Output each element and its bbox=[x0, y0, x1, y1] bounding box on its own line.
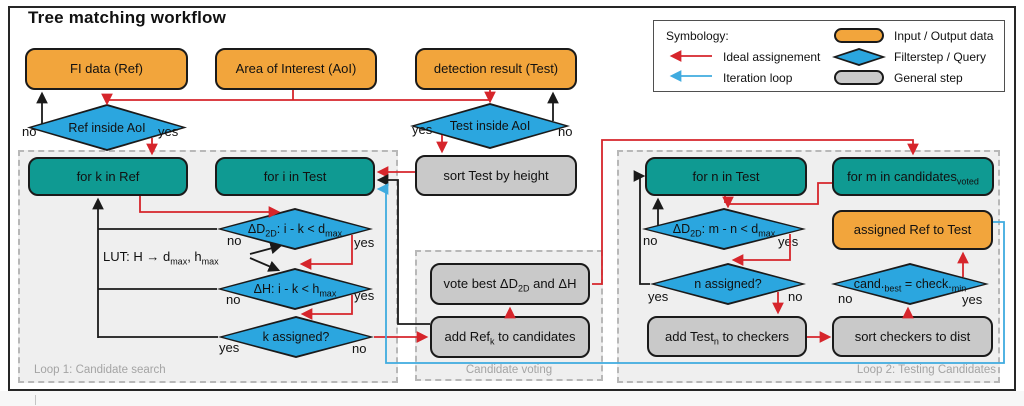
branch-k-yes: yes bbox=[219, 340, 240, 355]
legend-filterstep-label: Filterstep / Query bbox=[894, 50, 987, 64]
diamond-fill bbox=[837, 50, 881, 64]
node-assigned-ref-to-test: assigned Ref to Test bbox=[832, 210, 993, 250]
legend-iteration-label: Iteration loop bbox=[723, 71, 793, 85]
legend-heading: Symbology: bbox=[666, 29, 729, 43]
node-fi-data-label: FI data (Ref) bbox=[70, 61, 143, 77]
page-margin-tick bbox=[35, 395, 36, 405]
node-for-k-in-ref: for k in Ref bbox=[28, 157, 188, 196]
legend-input-output-swatch bbox=[834, 28, 884, 43]
node-detection-result-label: detection result (Test) bbox=[433, 61, 559, 77]
branch-n-yes: yes bbox=[648, 289, 669, 304]
node-sort-test-by-height: sort Test by height bbox=[415, 155, 577, 196]
node-area-of-interest-label: Area of Interest (AoI) bbox=[235, 61, 357, 77]
node-fi-data: FI data (Ref) bbox=[25, 48, 188, 90]
node-test-inside-aoi: Test inside AoI bbox=[410, 103, 570, 149]
branch-ik-yes: yes bbox=[354, 235, 375, 250]
branch-dh-no: no bbox=[226, 292, 241, 307]
branch-test-yes: yes bbox=[412, 122, 433, 137]
node-vote-best: vote best ΔD2D and ΔH bbox=[430, 263, 590, 305]
node-ref-inside-aoi: Ref inside AoI bbox=[27, 104, 187, 151]
node-ref-inside-aoi-label: Ref inside AoI bbox=[68, 120, 146, 135]
section-label-voting: Candidate voting bbox=[465, 364, 553, 376]
branch-ref-no: no bbox=[22, 124, 37, 139]
node-for-i-in-test: for i in Test bbox=[215, 157, 375, 196]
node-sort-checkers-to-dist: sort checkers to dist bbox=[832, 316, 993, 357]
node-delta-d2d-ik-label: ΔD2D: i - k < dmax bbox=[247, 222, 343, 239]
node-n-assigned-label: n assigned? bbox=[694, 277, 762, 291]
node-vote-best-label: vote best ΔD2D and ΔH bbox=[443, 276, 577, 294]
branch-ik-no: no bbox=[227, 233, 242, 248]
node-n-assigned: n assigned? bbox=[650, 263, 806, 305]
branch-mn-yes: yes bbox=[778, 234, 799, 249]
branch-dh-yes: yes bbox=[354, 288, 375, 303]
node-k-assigned-label: k assigned? bbox=[262, 330, 330, 344]
branch-mn-no: no bbox=[643, 233, 658, 248]
node-assigned-ref-to-test-label: assigned Ref to Test bbox=[853, 222, 972, 238]
node-test-inside-aoi-label: Test inside AoI bbox=[449, 119, 531, 133]
node-add-test-to-checkers: add Testn to checkers bbox=[647, 316, 807, 357]
branch-cand-yes: yes bbox=[962, 292, 983, 307]
legend: Symbology: Ideal assignement Iteration l… bbox=[653, 20, 1005, 92]
node-for-m-in-candidates: for m in candidatesvoted bbox=[832, 157, 994, 196]
node-delta-d2d-ik: ΔD2D: i - k < dmax bbox=[217, 208, 373, 250]
node-for-n-in-test-label: for n in Test bbox=[692, 168, 760, 184]
node-for-m-in-candidates-label: for m in candidatesvoted bbox=[847, 168, 979, 187]
node-k-assigned: k assigned? bbox=[218, 316, 374, 358]
node-sort-test-by-height-label: sort Test by height bbox=[443, 167, 549, 183]
node-add-test-to-checkers-label: add Testn to checkers bbox=[664, 328, 790, 347]
node-for-n-in-test: for n in Test bbox=[645, 157, 807, 196]
node-sort-checkers-to-dist-label: sort checkers to dist bbox=[854, 328, 971, 344]
node-for-i-in-test-label: for i in Test bbox=[263, 168, 327, 184]
branch-n-no: no bbox=[788, 289, 803, 304]
figure-title: Tree matching workflow bbox=[28, 8, 227, 27]
branch-test-no: no bbox=[558, 124, 573, 139]
lut-annotation: LUT: H → dmax, hmax bbox=[103, 249, 219, 267]
branch-cand-no: no bbox=[838, 291, 853, 306]
page-margin bbox=[0, 391, 1024, 406]
legend-general-swatch bbox=[834, 70, 884, 85]
node-add-ref-to-candidates: add Refk to candidates bbox=[430, 316, 590, 358]
branch-k-no: no bbox=[352, 341, 367, 356]
section-label-loop2: Loop 2: Testing Candidates bbox=[856, 364, 996, 376]
branch-ref-yes: yes bbox=[158, 124, 179, 139]
node-for-k-in-ref-label: for k in Ref bbox=[76, 168, 140, 184]
node-area-of-interest: Area of Interest (AoI) bbox=[215, 48, 377, 90]
node-delta-h-ik-label: ΔH: i - k < hmax bbox=[253, 282, 337, 299]
node-detection-result: detection result (Test) bbox=[415, 48, 577, 90]
legend-input-output-label: Input / Output data bbox=[894, 29, 994, 43]
legend-general-label: General step bbox=[894, 71, 963, 85]
node-add-ref-to-candidates-label: add Refk to candidates bbox=[444, 329, 576, 347]
legend-filterstep-swatch bbox=[832, 48, 886, 66]
legend-ideal-label: Ideal assignement bbox=[723, 50, 821, 64]
section-label-loop1: Loop 1: Candidate search bbox=[34, 364, 166, 376]
